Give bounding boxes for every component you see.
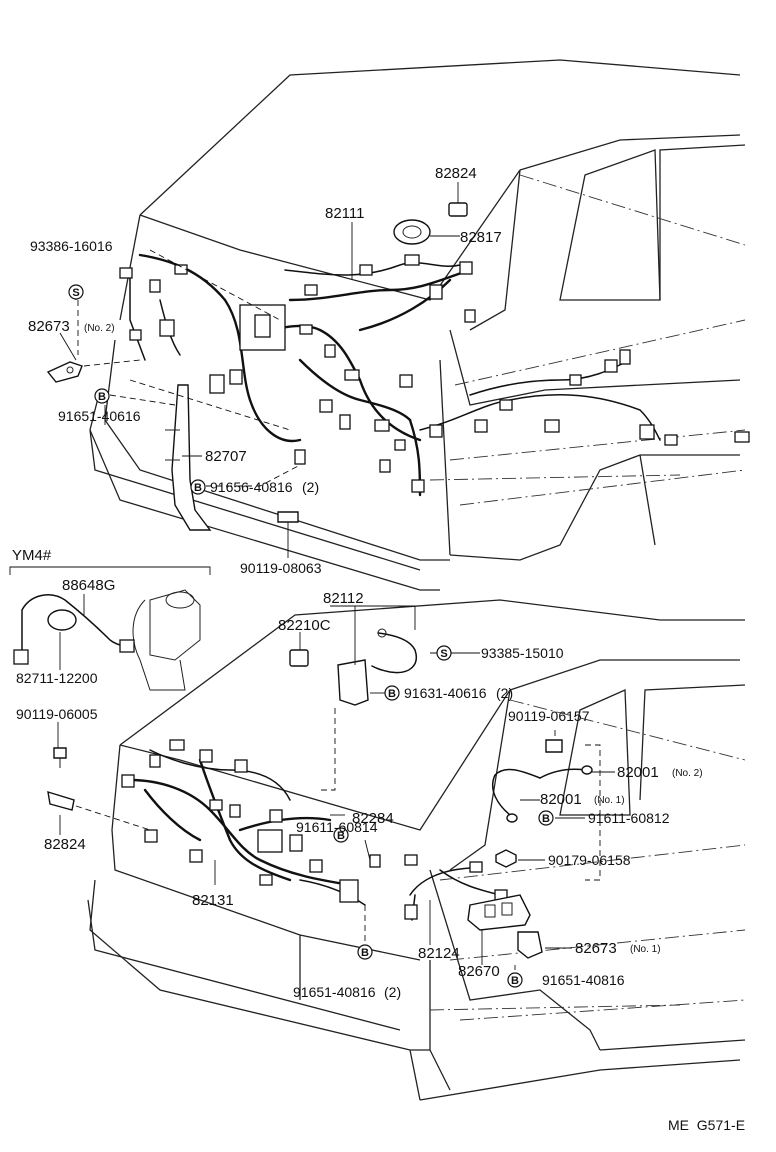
callout-82673-no1-note: (No. 1) <box>630 944 661 955</box>
82817-grommet <box>393 219 431 245</box>
callout-82824-top: 82824 <box>435 165 477 182</box>
callout-91611-60812: 91611-60812 <box>588 810 670 826</box>
badges: S B B S B B B B B <box>68 284 554 988</box>
figure-code: ME G571-E <box>668 1117 745 1133</box>
callout-82673-no2: 82673 <box>28 318 70 335</box>
82707-bracket <box>171 384 212 531</box>
callout-88648g: 88648G <box>62 577 115 594</box>
callout-82711-12200: 82711-12200 <box>16 670 98 686</box>
callout-93385-15010: 93385-15010 <box>481 645 564 661</box>
bolt-90119-06157 <box>545 739 563 753</box>
svg-text:B: B <box>361 947 369 959</box>
callout-91656-40816: 91656-40816 <box>210 479 293 495</box>
callout-82673-no2-note: (No. 2) <box>84 323 115 334</box>
callout-82210c: 82210C <box>278 617 331 634</box>
bolt-90119-06005 <box>53 747 67 759</box>
lower-leaders <box>57 605 615 970</box>
82670-junction-block <box>467 894 531 931</box>
callout-82131: 82131 <box>192 892 234 909</box>
82673-no2-bracket <box>46 361 83 383</box>
callout-91656-40816-note: (2) <box>302 479 319 495</box>
callout-91651-40616: 91651-40616 <box>58 408 141 424</box>
bolt-90119-08063 <box>277 511 299 523</box>
82824-connector-lower <box>47 790 75 811</box>
svg-text:B: B <box>98 391 106 403</box>
callout-91651-40816-2: 91651-40816 <box>293 984 376 1000</box>
upper-parts <box>46 202 468 532</box>
callout-82707: 82707 <box>205 448 247 465</box>
callout-90119-06157: 90119-06157 <box>508 708 590 724</box>
ym4-inset <box>9 566 211 691</box>
callout-82111: 82111 <box>325 205 365 222</box>
svg-text:B: B <box>194 482 202 494</box>
callout-90179-06158: 90179-06158 <box>548 852 631 868</box>
svg-text:S: S <box>72 287 79 299</box>
88648g-clamp <box>47 609 77 631</box>
callout-82670: 82670 <box>458 963 500 980</box>
callout-82817: 82817 <box>460 229 502 246</box>
svg-text:S: S <box>440 648 447 660</box>
callout-82001-no2: 82001 <box>617 764 659 781</box>
callout-91631-40616-note: (2) <box>496 685 513 701</box>
callout-82124: 82124 <box>418 945 460 962</box>
callout-91631-40616: 91631-40616 <box>404 685 487 701</box>
callout-91651-40816-2-note: (2) <box>384 984 401 1000</box>
callout-82112: 82112 <box>323 590 364 607</box>
upper-harness-82111 <box>119 253 750 497</box>
upper-vehicle-body <box>89 59 746 591</box>
callout-82673-no1: 82673 <box>575 940 617 957</box>
callout-82001-no1: 82001 <box>540 791 582 808</box>
callout-93386-16016: 93386-16016 <box>30 238 113 254</box>
82824-connector-top <box>448 202 468 217</box>
82112-bracket <box>337 659 369 706</box>
lower-vehicle-body <box>87 599 746 1101</box>
callout-labels: 82824 82111 82817 93386-16016 82673 (No.… <box>12 165 745 1133</box>
82673-no1-bracket <box>517 931 543 959</box>
lower-parts <box>47 628 593 959</box>
upper-leaders <box>59 182 460 558</box>
svg-text:B: B <box>337 830 345 842</box>
svg-text:B: B <box>388 688 396 700</box>
callout-91611-60814: 91611-60814 <box>296 819 378 835</box>
callout-82001-no1-note: (No. 1) <box>594 795 625 806</box>
callout-82001-no2-note: (No. 2) <box>672 768 703 779</box>
90179-06158-nut <box>495 849 517 868</box>
callout-90119-08063: 90119-08063 <box>240 560 322 576</box>
callout-91651-40816: 91651-40816 <box>542 972 625 988</box>
82210c-relay <box>289 649 309 667</box>
svg-text:B: B <box>542 813 550 825</box>
callout-90119-06005: 90119-06005 <box>16 706 98 722</box>
callout-82824-lower: 82824 <box>44 836 86 853</box>
svg-text:B: B <box>511 975 519 987</box>
callout-82284: 82284 <box>352 810 394 827</box>
lower-harness-82131 <box>121 739 508 921</box>
inset-label: YM4# <box>12 547 52 564</box>
